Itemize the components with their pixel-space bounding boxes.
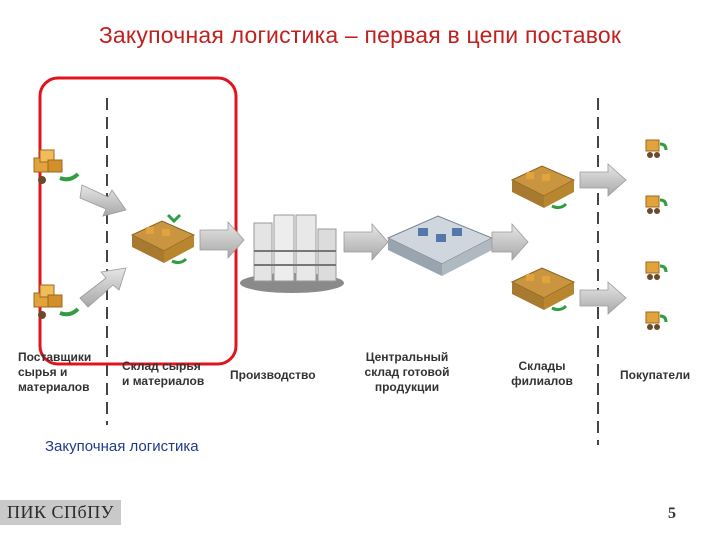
procurement-caption: Закупочная логистика <box>45 438 199 455</box>
arrow-icon <box>491 222 529 262</box>
arrow-icon <box>579 163 627 197</box>
page-number: 5 <box>668 505 676 522</box>
arrow-icon <box>579 281 627 315</box>
arrow-icon <box>79 267 127 308</box>
supplier-icon <box>33 284 80 319</box>
arrow-icon <box>343 222 389 262</box>
label-suppliers: Поставщики сырья и материалов <box>18 350 92 394</box>
label-raw-warehouse: Склад сырья и материалов <box>122 359 205 388</box>
supplier-icon <box>33 149 80 184</box>
label-branch-warehouses: Склады филиалов <box>511 359 573 388</box>
label-central-warehouse: Центральный склад готовой продукции <box>364 350 450 394</box>
warehouse-icon <box>130 213 196 265</box>
buyer-icon <box>644 260 668 282</box>
central-warehouse-icon <box>386 215 494 276</box>
label-buyers: Покупатели <box>620 368 691 382</box>
warehouse-icon <box>510 267 576 312</box>
arrow-icon <box>79 184 127 217</box>
university-logo: ПИК СПбПУ <box>0 500 121 525</box>
buyer-icon <box>644 194 668 216</box>
buyer-icon <box>644 310 668 332</box>
label-production: Производство <box>230 368 316 382</box>
slide-title: Закупочная логистика – первая в цепи пос… <box>98 22 622 48</box>
arrow-icon <box>199 220 245 260</box>
factory-icon <box>240 214 344 293</box>
buyer-icon <box>644 138 668 160</box>
warehouse-icon <box>510 165 576 210</box>
highlight-frame <box>38 76 238 366</box>
